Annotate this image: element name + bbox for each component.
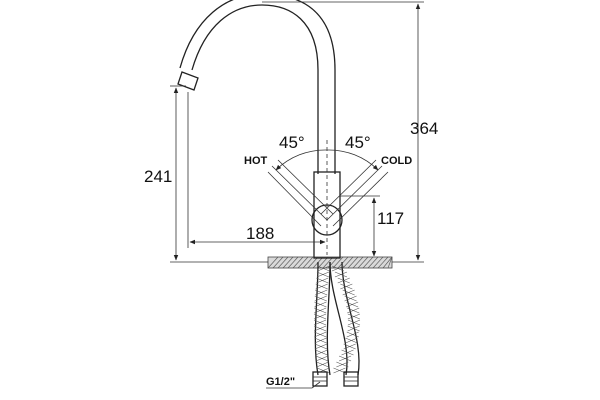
dimension-spout-height: 241 [144, 85, 268, 263]
handle-hot-position [267, 159, 334, 227]
spout-height-label: 241 [144, 167, 172, 186]
thread-label: G1/2" [266, 376, 295, 388]
dimension-spout-reach: 188 [187, 92, 326, 248]
handle-cold-position [320, 159, 389, 227]
cold-angle-arc [326, 149, 379, 171]
flexible-hoses [313, 261, 361, 376]
hot-label: HOT [244, 155, 268, 167]
cold-label: COLD [381, 155, 412, 167]
handle-height-label: 117 [377, 209, 404, 228]
cold-angle-label: 45° [345, 133, 371, 152]
hose-fittings [312, 371, 359, 387]
spout-reach-label: 188 [246, 224, 274, 243]
thread-callout: G1/2" [266, 376, 321, 389]
faucet-spout [177, 0, 336, 174]
dimension-total-height: 364 [262, 1, 438, 263]
dimension-handle-height: 117 [340, 195, 404, 257]
total-height-label: 364 [410, 119, 438, 138]
hot-angle-label: 45° [279, 133, 305, 152]
hot-angle-arc [275, 149, 328, 171]
